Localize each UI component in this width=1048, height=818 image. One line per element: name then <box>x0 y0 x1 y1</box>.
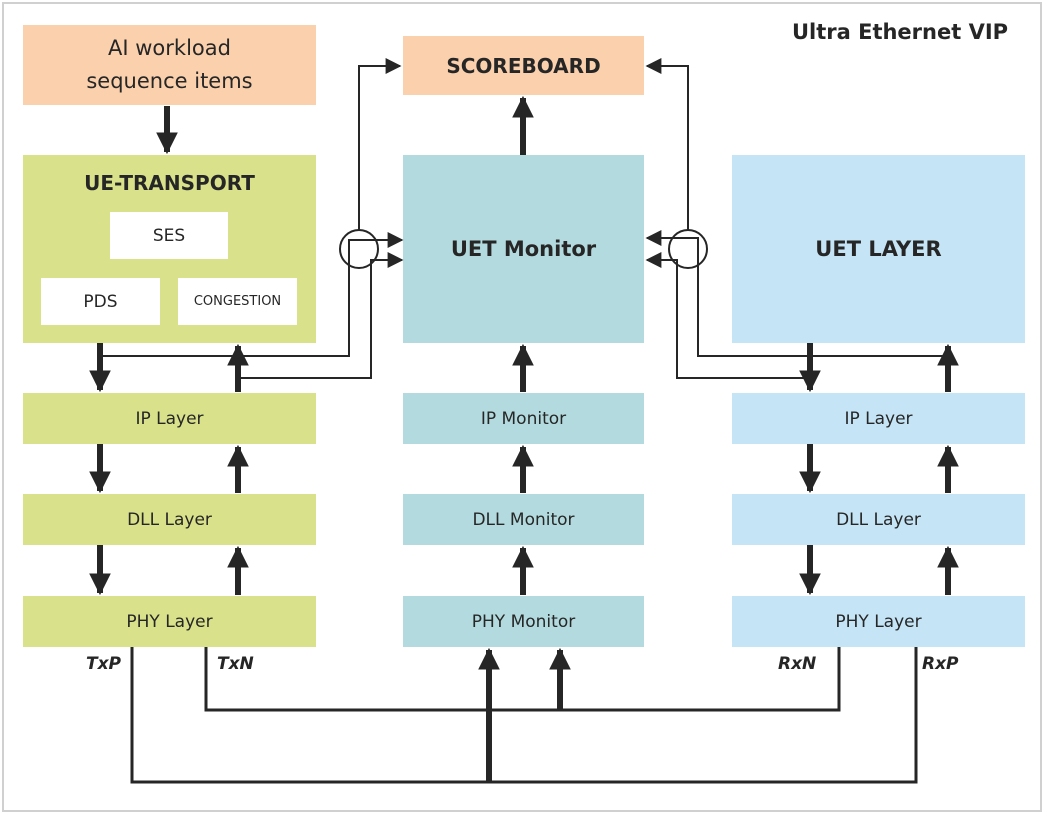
left-ip-layer: IP Layer <box>23 393 316 444</box>
scoreboard-box: SCOREBOARD <box>403 36 644 95</box>
wire-right-rx-tap <box>645 230 948 357</box>
rxp-label: RxP <box>922 654 959 674</box>
txn-label: TxN <box>217 654 254 674</box>
left-dll-layer: DLL Layer <box>23 494 316 545</box>
ses-box: SES <box>110 212 228 259</box>
ue-transport-title: UE-TRANSPORT <box>84 171 255 195</box>
wire-right-tx-tap <box>645 252 810 379</box>
pds-box: PDS <box>41 278 160 325</box>
left-phy-layer: PHY Layer <box>23 596 316 647</box>
right-ip-layer: IP Layer <box>732 393 1025 444</box>
uet-layer-box: UET LAYER <box>732 155 1025 343</box>
wire-txp <box>130 647 918 784</box>
txp-label: TxP <box>86 654 122 674</box>
wire-left-rx-tap <box>238 252 404 379</box>
uet-monitor-box: UET Monitor <box>403 155 644 343</box>
dll-monitor-box: DLL Monitor <box>403 494 644 545</box>
wire-left-to-scoreboard <box>358 58 402 230</box>
left-junction-circle <box>339 229 379 269</box>
sequence-items-box: AI workload sequence items <box>23 25 316 105</box>
right-dll-layer: DLL Layer <box>732 494 1025 545</box>
right-phy-layer: PHY Layer <box>732 596 1025 647</box>
diagram-title: Ultra Ethernet VIP <box>791 20 1009 44</box>
wire-right-to-scoreboard <box>645 58 689 230</box>
congestion-box: CONGESTION <box>178 278 297 325</box>
right-junction-circle <box>668 229 708 269</box>
wire-left-tx-tap <box>100 232 404 357</box>
ip-monitor-box: IP Monitor <box>403 393 644 444</box>
rxn-label: RxN <box>778 654 817 674</box>
wire-txn <box>204 647 841 712</box>
phy-monitor-box: PHY Monitor <box>403 596 644 647</box>
